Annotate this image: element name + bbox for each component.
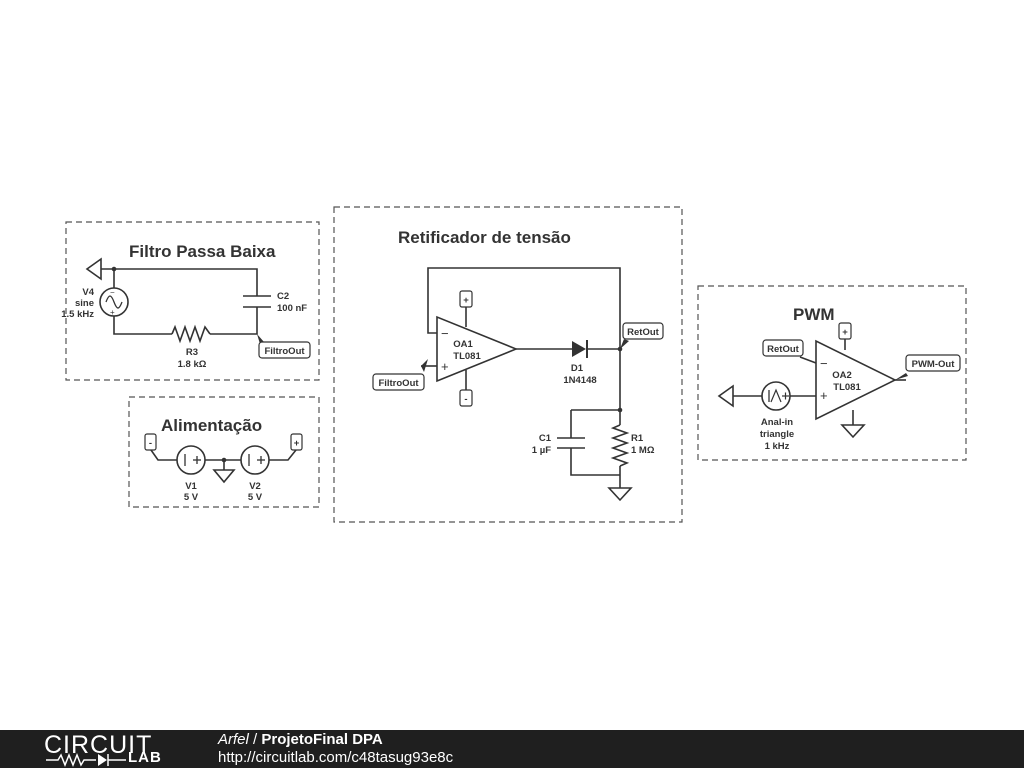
oa2-opamp-icon: − +	[815, 339, 897, 421]
ground-icon	[840, 424, 866, 439]
v2-name: V2	[249, 481, 261, 492]
svg-text:−: −	[820, 356, 828, 371]
pwm-section-box	[697, 285, 967, 461]
pwm-wires	[733, 339, 906, 425]
net-flag-icon	[895, 373, 908, 380]
minus-rail-box	[144, 433, 157, 451]
plus-rail-box	[290, 433, 303, 451]
pwm-out-label: PWM-Out	[912, 359, 956, 370]
oa1-name: OA1	[453, 339, 473, 350]
retificador-wires	[421, 267, 621, 488]
alimentacao-junction	[221, 457, 227, 463]
c2-value: 100 nF	[277, 303, 307, 314]
d1-name: D1	[571, 363, 584, 374]
svg-text:+: +	[441, 359, 449, 374]
anal-in-name: Anal-in	[761, 417, 793, 428]
oa1-minus-rail-box	[459, 389, 473, 407]
anal-in-freq: 1 kHz	[765, 441, 790, 452]
filtro-junction	[111, 266, 117, 272]
v2-dc-source-icon	[240, 445, 270, 475]
svg-text:+: +	[820, 388, 828, 403]
ground-icon	[717, 384, 734, 408]
minus-rail-label: -	[149, 438, 152, 449]
filtro-out-input-label-box	[372, 373, 425, 391]
net-flag-icon	[421, 359, 428, 372]
c2-name: C2	[277, 291, 289, 302]
project-url[interactable]: http://circuitlab.com/c48tasug93e8c	[218, 749, 454, 766]
pwm-section-title: PWM	[793, 305, 835, 324]
project-credit: Arfel / ProjetoFinal DPA	[218, 731, 383, 748]
c1-value: 1 µF	[532, 445, 551, 456]
ground-icon	[607, 487, 633, 502]
filtro-section-box	[65, 221, 320, 381]
r3-resistor-icon	[171, 324, 211, 344]
net-flag-icon	[620, 339, 629, 349]
ground-icon	[85, 257, 102, 281]
oa2-plus-rail-box	[838, 322, 852, 340]
filtro-out-label: FiltroOut	[264, 346, 305, 357]
credit-separator: /	[248, 731, 262, 748]
ret-out-label: RetOut	[627, 327, 660, 338]
plus-rail-label: +	[294, 438, 300, 449]
retificador-section-title: Retificador de tensão	[398, 228, 571, 247]
logo-lab-text: LAB	[128, 749, 162, 766]
d1-model: 1N4148	[563, 375, 596, 386]
logo-resistor-diode-icon	[46, 752, 126, 768]
v4-sine-source-icon: − +	[99, 287, 129, 317]
v1-value: 5 V	[184, 492, 199, 503]
svg-text:−: −	[110, 288, 115, 297]
retificador-section-box	[333, 206, 683, 523]
v4-freq: 1.5 kHz	[61, 309, 94, 320]
pwm-out-label-box	[905, 354, 961, 372]
oa2-model: TL081	[833, 382, 861, 393]
anal-in-type: triangle	[760, 429, 794, 440]
r1-name: R1	[631, 433, 644, 444]
v1-dc-source-icon	[176, 445, 206, 475]
filtro-out-label-box	[258, 341, 311, 359]
v1-name: V1	[185, 481, 197, 492]
svg-text:−: −	[441, 326, 449, 341]
filtro-section-title: Filtro Passa Baixa	[129, 242, 276, 261]
logo-circuit-text: CIRCUIT	[44, 731, 153, 759]
ground-icon	[212, 469, 236, 484]
oa2-plus-rail-label: +	[842, 327, 848, 338]
r3-name: R3	[186, 347, 198, 358]
v2-value: 5 V	[248, 492, 263, 503]
ret-out-input-label-box	[762, 339, 804, 357]
alimentacao-section-title: Alimentação	[161, 416, 262, 435]
oa1-minus-rail-label: -	[464, 394, 467, 405]
d1-diode-icon	[572, 340, 588, 358]
anal-in-triangle-source-icon	[761, 381, 791, 411]
alimentacao-section-box	[128, 396, 320, 508]
c1-capacitor-icon	[557, 437, 585, 449]
ret-out-input-label: RetOut	[767, 344, 800, 355]
footer-bar: CIRCUIT LAB Arfel / ProjetoFinal DPA htt…	[0, 730, 1024, 768]
oa2-name: OA2	[832, 370, 852, 381]
oa1-model: TL081	[453, 351, 481, 362]
oa1-opamp-icon: − +	[436, 315, 519, 383]
project-title: ProjetoFinal DPA	[261, 731, 383, 748]
r1-resistor-icon	[610, 424, 630, 467]
oa1-plus-rail-box	[459, 290, 473, 308]
v4-type: sine	[75, 298, 94, 309]
ret-out-label-box	[622, 322, 664, 340]
svg-text:+: +	[110, 308, 115, 317]
c1-name: C1	[539, 433, 552, 444]
v4-name: V4	[82, 287, 94, 298]
r1-value: 1 MΩ	[631, 445, 655, 456]
oa1-plus-rail-label: +	[463, 295, 469, 306]
retificador-junction	[617, 407, 623, 413]
author-link[interactable]: Arfel	[218, 731, 249, 748]
c2-capacitor-icon	[243, 295, 271, 308]
r3-value: 1.8 kΩ	[178, 359, 207, 370]
filtro-out-input-label: FiltroOut	[378, 378, 419, 389]
